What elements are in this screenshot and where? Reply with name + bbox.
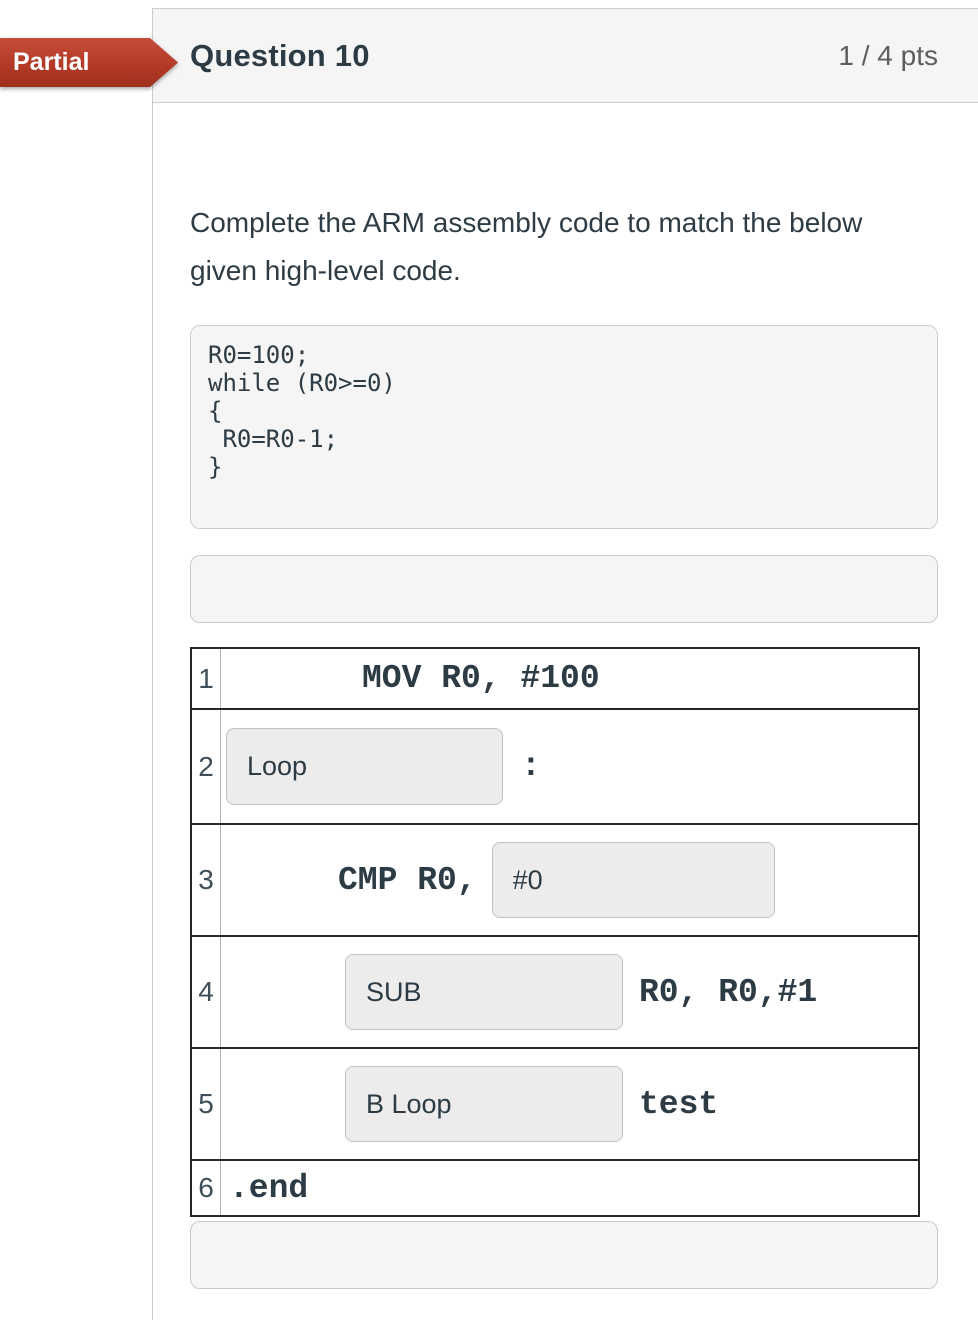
code-cell: MOV R0, #100 [221,649,918,708]
table-row: 6 .end [192,1159,918,1215]
line-number: 6 [192,1161,221,1215]
partial-ribbon-label: Partial [0,38,178,87]
table-row: 1 MOV R0, #100 [192,649,918,708]
answer-blank-input-line3[interactable] [491,842,775,918]
code-text: MOV R0, #100 [362,660,600,697]
answer-blank-input-line2[interactable] [226,728,503,805]
answer-blank-input-line4[interactable] [345,954,623,1030]
code-text: test [639,1085,719,1123]
question-points: 1 / 4 pts [838,39,938,71]
table-row: 3 CMP R0, [192,823,918,935]
line-number: 3 [192,825,221,935]
partial-credit-ribbon: Partial [0,38,178,87]
code-cell: test [221,1049,918,1159]
question-body: Complete the ARM assembly code to match … [153,199,978,1289]
line-number: 2 [192,710,221,823]
code-text: : [521,748,541,785]
table-row: 2 : [192,708,918,823]
line-number: 1 [192,649,221,708]
question-title: Question 10 [190,37,370,73]
table-row: 4 R0, R0,#1 [192,935,918,1047]
code-cell: CMP R0, [221,825,918,935]
assembly-code-table: 1 MOV R0, #100 2 : 3 CMP R0, [190,647,920,1217]
line-number: 5 [192,1049,221,1159]
code-text: R0, R0,#1 [639,973,818,1011]
line-number: 4 [192,937,221,1047]
code-cell: .end [221,1161,918,1215]
code-text: .end [229,1169,309,1207]
table-row: 5 test [192,1047,918,1159]
code-text: CMP R0, [338,861,477,899]
question-header: Question 10 1 / 4 pts [153,9,978,103]
answer-textbox-bottom[interactable] [190,1221,938,1289]
code-cell: : [221,710,918,823]
code-cell: R0, R0,#1 [221,937,918,1047]
question-card: Question 10 1 / 4 pts Complete the ARM a… [152,8,978,1320]
high-level-code-block: R0=100; while (R0>=0) { R0=R0-1; } [190,325,938,529]
question-prompt: Complete the ARM assembly code to match … [190,207,863,286]
answer-textbox-top[interactable] [190,555,938,623]
answer-blank-input-line5[interactable] [345,1066,623,1142]
